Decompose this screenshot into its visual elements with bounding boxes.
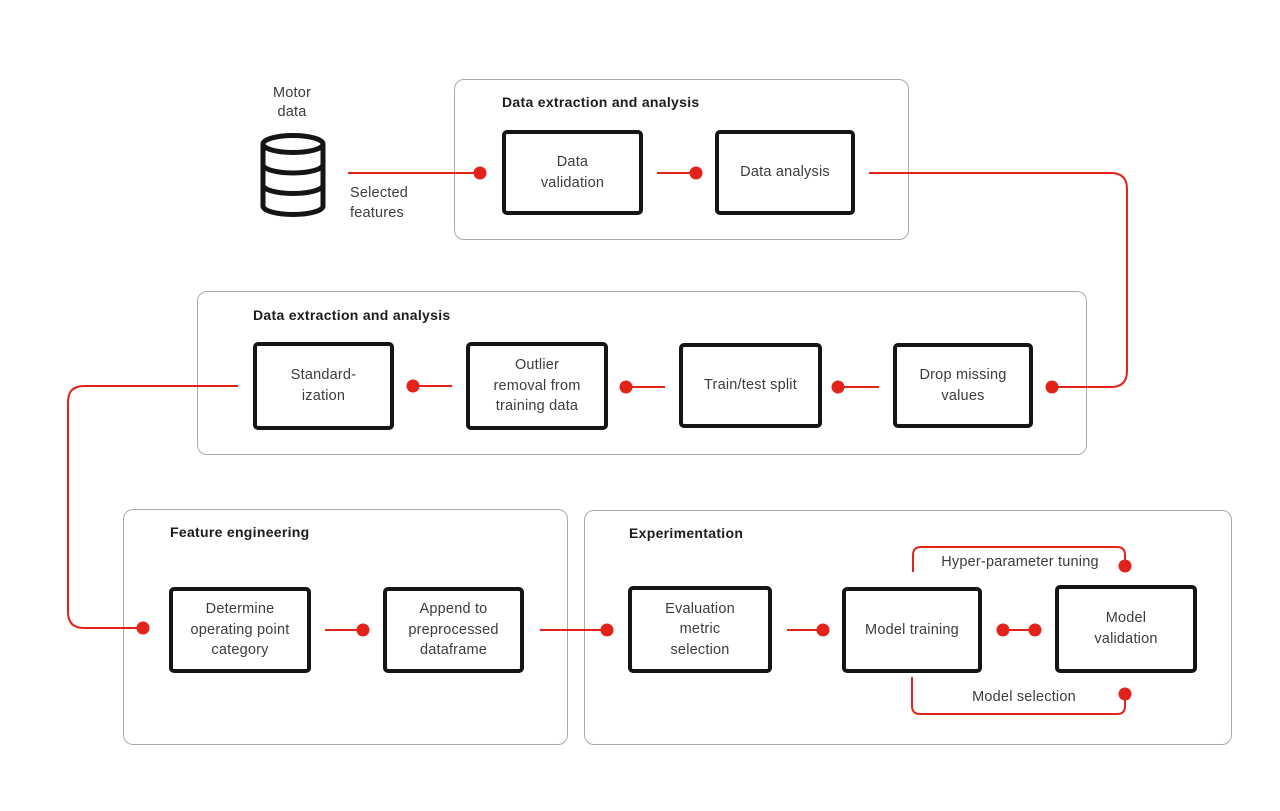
node-data-validation: Data validation <box>502 130 643 215</box>
group-data-extraction-top-title: Data extraction and analysis <box>502 94 700 110</box>
node-standardization-label: Standard- ization <box>290 367 357 404</box>
selected-features-label: Selected features <box>350 185 409 221</box>
dot-append-arrival <box>356 623 370 637</box>
node-model-validation: Model validation <box>1055 585 1197 673</box>
node-append-preprocessed-label: Append to preprocessed dataframe <box>408 601 499 659</box>
group-data-extraction-top: Data extraction and analysis <box>454 79 909 240</box>
connector-modelselection-loop <box>911 677 1126 715</box>
motor-data-label: Motor data <box>272 85 312 121</box>
group-data-extraction-middle: Data extraction and analysis <box>197 291 1087 455</box>
dot-validation-side <box>1028 623 1042 637</box>
dot-validation-arrival <box>473 166 487 180</box>
node-drop-missing-values-label: Drop missing values <box>919 366 1007 404</box>
node-data-analysis-label: Data analysis <box>740 164 830 181</box>
node-model-training: Model training <box>842 587 982 673</box>
model-selection-label: Model selection <box>972 689 1076 705</box>
group-experimentation-title: Experimentation <box>629 525 744 541</box>
node-outlier-removal: Outlier removal from training data <box>466 342 608 430</box>
dot-hyperparameter-arrival <box>1118 559 1132 573</box>
node-append-preprocessed: Append to preprocessed dataframe <box>383 587 524 673</box>
dot-analysis-arrival <box>689 166 703 180</box>
group-data-extraction-middle-title: Data extraction and analysis <box>253 307 451 323</box>
node-drop-missing-values: Drop missing values <box>893 343 1033 428</box>
connector-hyperparameter-loop <box>912 546 1126 572</box>
dot-traintest-arrival <box>831 380 845 394</box>
dot-standardization-arrival <box>406 379 420 393</box>
connector-analysis-to-dropmissing <box>869 172 1128 388</box>
node-outlier-removal-label: Outlier removal from training data <box>493 357 581 415</box>
node-train-test-split: Train/test split <box>679 343 822 428</box>
dot-training-side <box>996 623 1010 637</box>
node-data-analysis: Data analysis <box>715 130 855 215</box>
group-experimentation: Experimentation <box>584 510 1232 745</box>
node-model-training-label: Model training <box>865 621 959 638</box>
database-icon <box>260 133 326 217</box>
node-data-validation-label: Data validation <box>540 153 605 191</box>
node-evaluation-metric-label: Evaluation metric selection <box>665 600 735 658</box>
group-feature-engineering-title: Feature engineering <box>170 524 310 540</box>
node-evaluation-metric: Evaluation metric selection <box>628 586 772 673</box>
dot-modelselection-arrival <box>1118 687 1132 701</box>
dot-determine-arrival <box>136 621 150 635</box>
dot-outlier-arrival <box>619 380 633 394</box>
dot-dropmissing-arrival <box>1045 380 1059 394</box>
hyper-parameter-tuning-label: Hyper-parameter tuning <box>941 554 1099 570</box>
node-train-test-split-label: Train/test split <box>704 377 797 394</box>
node-model-validation-label: Model validation <box>1094 610 1158 647</box>
node-determine-operating-point-label: Determine operating point category <box>190 601 290 659</box>
dot-training-arrival <box>816 623 830 637</box>
dot-evaluation-arrival <box>600 623 614 637</box>
node-standardization: Standard- ization <box>253 342 394 430</box>
node-determine-operating-point: Determine operating point category <box>169 587 311 673</box>
connector-standardization-to-determine <box>67 385 238 629</box>
